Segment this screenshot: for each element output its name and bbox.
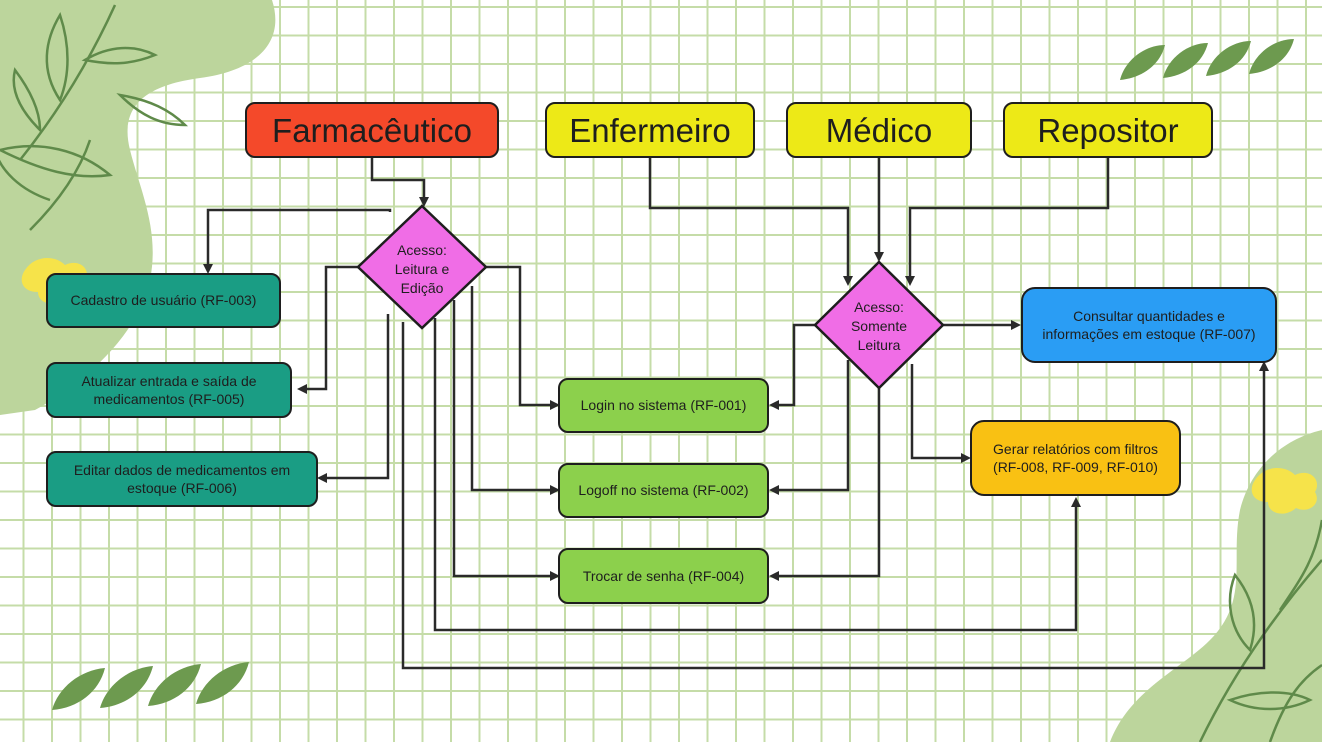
req-relatorios-label: Gerar relatórios com filtros (RF-008, RF…	[993, 440, 1158, 475]
actor-enfermeiro: Enfermeiro	[545, 102, 755, 158]
access-to-trocar-arrow	[452, 300, 560, 581]
req-trocar-label: Trocar de senha (RF-004)	[582, 567, 745, 584]
readonly-to-relatorios-arrow	[910, 364, 971, 463]
req-cadastro: Cadastro de usuário (RF-003)	[46, 273, 281, 328]
actor-repositor: Repositor	[1003, 102, 1213, 158]
decision-full-access	[356, 204, 488, 330]
actor-medico: Médico	[786, 102, 972, 158]
bottom-right-branch	[1198, 519, 1322, 742]
access-to-login-arrow	[486, 265, 560, 410]
req-trocar: Trocar de senha (RF-004)	[558, 548, 769, 604]
access-to-editar-arrow	[317, 314, 390, 483]
req-login-label: Login no sistema (RF-001)	[580, 397, 747, 414]
full-access-label: Acesso: Leitura e Edição	[372, 241, 472, 298]
read-only-line-2: Somente	[850, 317, 908, 334]
req-atualizar: Atualizar entrada e saída de medicamento…	[46, 362, 292, 418]
farmaceutico-to-access-arrow	[370, 157, 429, 207]
repositor-to-readonly-arrow	[905, 157, 1110, 286]
actor-farmaceutico: Farmacêutico	[245, 102, 499, 158]
access-to-logoff-arrow	[470, 286, 560, 495]
req-logoff: Logoff no sistema (RF-002)	[558, 463, 769, 518]
actor-farmaceutico-label: Farmacêutico	[272, 111, 472, 149]
actor-enfermeiro-label: Enfermeiro	[569, 111, 731, 149]
access-to-consultar-arrow	[401, 322, 1269, 670]
bottom-left-leaves	[52, 662, 249, 710]
access-to-atualizar-arrow	[297, 265, 358, 394]
access-to-relatorios-arrow	[433, 318, 1081, 632]
actor-repositor-label: Repositor	[1037, 111, 1179, 149]
full-access-line-3: Edição	[400, 279, 444, 296]
read-only-line-3: Leitura	[857, 336, 901, 353]
top-left-branch	[0, 4, 189, 231]
actor-medico-label: Médico	[825, 111, 933, 149]
read-only-line-1: Acesso:	[854, 299, 904, 315]
req-login: Login no sistema (RF-001)	[558, 378, 769, 433]
req-editar-label: Editar dados de medicamentos em estoque …	[73, 461, 291, 496]
read-only-label: Acesso: Somente Leitura	[829, 298, 929, 355]
readonly-to-logoff-arrow	[769, 360, 850, 495]
req-editar: Editar dados de medicamentos em estoque …	[46, 451, 318, 507]
access-to-cadastro-arrow	[203, 208, 392, 274]
full-access-line-1: Acesso:	[397, 242, 447, 258]
req-relatorios: Gerar relatórios com filtros (RF-008, RF…	[970, 420, 1181, 496]
bottom-right-leaf-blob	[1110, 430, 1322, 742]
req-atualizar-label: Atualizar entrada e saída de medicamento…	[81, 372, 257, 407]
readonly-to-login-arrow	[769, 323, 818, 410]
req-cadastro-label: Cadastro de usuário (RF-003)	[70, 292, 257, 309]
decision-read-only	[813, 260, 945, 390]
req-logoff-label: Logoff no sistema (RF-002)	[578, 482, 749, 499]
readonly-to-trocar-arrow	[769, 388, 881, 581]
top-right-leaves	[1120, 39, 1294, 80]
req-consultar: Consultar quantidades e informações em e…	[1021, 287, 1277, 363]
enfermeiro-to-readonly-arrow	[648, 157, 853, 286]
req-consultar-label: Consultar quantidades e informações em e…	[1042, 307, 1256, 342]
full-access-line-2: Leitura e	[394, 260, 450, 277]
